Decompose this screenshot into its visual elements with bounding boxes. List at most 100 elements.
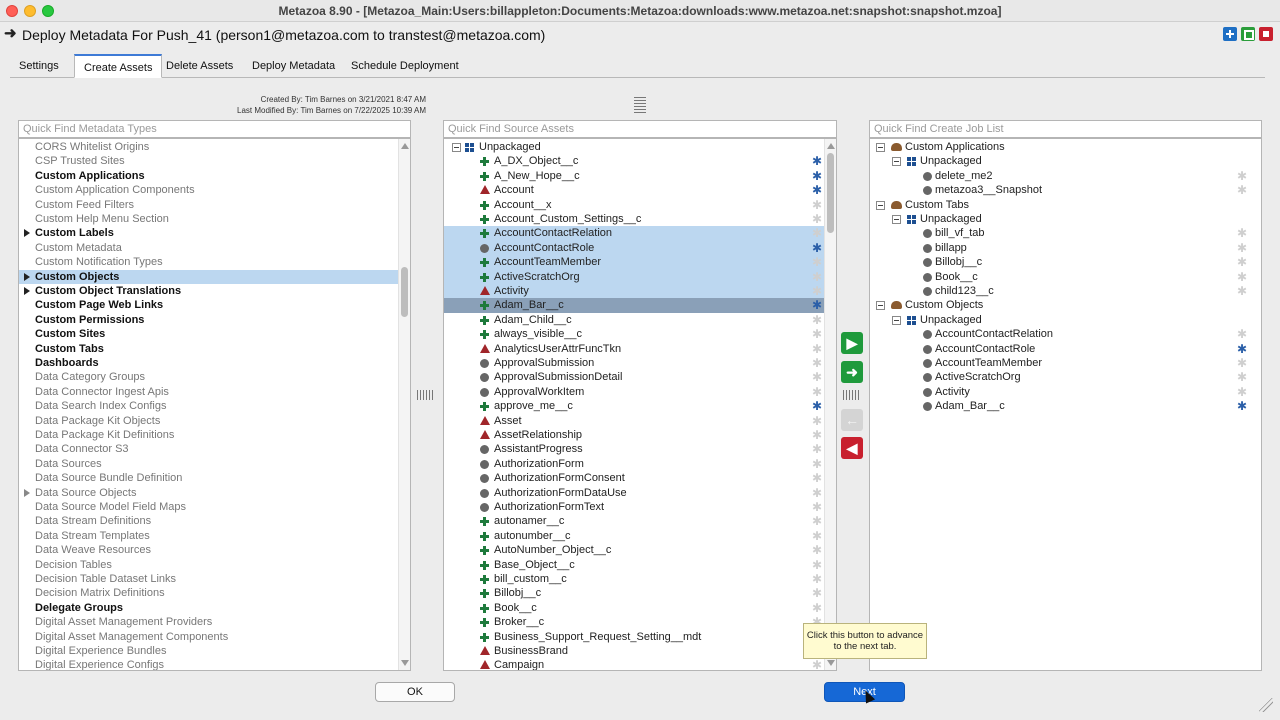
job-asset-item[interactable]: ActiveScratchOrg✱ bbox=[870, 370, 1261, 384]
metadata-type-item[interactable]: Digital Asset Management Components bbox=[19, 630, 399, 644]
zoom-window-button[interactable] bbox=[42, 5, 54, 17]
job-list-search-input[interactable]: Quick Find Create Job List bbox=[869, 120, 1262, 138]
source-asset-item[interactable]: approve_me__c✱ bbox=[444, 399, 824, 413]
job-asset-item[interactable]: Activity✱ bbox=[870, 385, 1261, 399]
source-asset-item[interactable]: Account✱ bbox=[444, 183, 824, 197]
source-asset-item[interactable]: AuthorizationFormText✱ bbox=[444, 500, 824, 514]
collapse-icon[interactable] bbox=[452, 143, 461, 152]
metadata-type-item[interactable]: Custom Feed Filters bbox=[19, 198, 399, 212]
resize-grip-icon[interactable] bbox=[1259, 698, 1273, 712]
metadata-type-item[interactable]: Delegate Groups bbox=[19, 601, 399, 615]
source-asset-item[interactable]: A_New_Hope__c✱ bbox=[444, 169, 824, 183]
job-asset-item[interactable]: AccountContactRelation✱ bbox=[870, 327, 1261, 341]
metadata-type-item[interactable]: Custom Permissions bbox=[19, 313, 399, 327]
metadata-type-item[interactable]: Dashboards bbox=[19, 356, 399, 370]
metadata-type-item[interactable]: Decision Tables bbox=[19, 558, 399, 572]
metadata-type-item[interactable]: CSP Trusted Sites bbox=[19, 154, 399, 168]
job-asset-item[interactable]: child123__c✱ bbox=[870, 284, 1261, 298]
source-asset-item[interactable]: Account_Custom_Settings__c✱ bbox=[444, 212, 824, 226]
add-window-button[interactable] bbox=[1223, 27, 1237, 41]
collapse-icon[interactable] bbox=[892, 215, 901, 224]
close-dialog-button[interactable] bbox=[1259, 27, 1273, 41]
collapse-icon[interactable] bbox=[876, 143, 885, 152]
left-splitter-handle[interactable] bbox=[417, 390, 435, 400]
source-asset-item[interactable]: AccountTeamMember✱ bbox=[444, 255, 824, 270]
metadata-type-item[interactable]: Data Connector Ingest Apis bbox=[19, 385, 399, 399]
tab-delete-assets[interactable]: Delete Assets bbox=[166, 60, 234, 72]
metadata-type-item[interactable]: Custom Application Components bbox=[19, 183, 399, 197]
metadata-type-item[interactable]: Custom Objects bbox=[19, 269, 399, 284]
metadata-type-item[interactable]: Data Search Index Configs bbox=[19, 399, 399, 413]
right-splitter-handle[interactable] bbox=[843, 390, 861, 400]
job-package-item[interactable]: Unpackaged bbox=[870, 212, 1261, 226]
metadata-type-item[interactable]: Data Source Bundle Definition bbox=[19, 471, 399, 485]
maximize-window-button[interactable] bbox=[1241, 27, 1255, 41]
metadata-type-item[interactable]: Custom Notification Types bbox=[19, 255, 399, 269]
job-asset-item[interactable]: delete_me2✱ bbox=[870, 169, 1261, 183]
metadata-type-item[interactable]: Data Stream Templates bbox=[19, 529, 399, 543]
metadata-type-item[interactable]: Digital Asset Management Providers bbox=[19, 615, 399, 629]
disclosure-triangle-icon[interactable] bbox=[24, 488, 30, 497]
metadata-type-item[interactable]: CORS Whitelist Origins bbox=[19, 140, 399, 154]
scroll-up-icon[interactable] bbox=[827, 143, 835, 149]
source-asset-item[interactable]: ApprovalWorkItem✱ bbox=[444, 385, 824, 399]
source-asset-item[interactable]: Campaign✱ bbox=[444, 658, 824, 670]
metadata-type-item[interactable]: Custom Object Translations bbox=[19, 284, 399, 298]
metadata-type-item[interactable]: Digital Experience Configs bbox=[19, 658, 399, 670]
job-asset-item[interactable]: bill_vf_tab✱ bbox=[870, 226, 1261, 240]
scroll-up-icon[interactable] bbox=[401, 143, 409, 149]
job-category-item[interactable]: Custom Applications bbox=[870, 140, 1261, 154]
disclosure-triangle-icon[interactable] bbox=[24, 272, 30, 281]
scroll-thumb[interactable] bbox=[401, 267, 408, 317]
scroll-down-icon[interactable] bbox=[401, 660, 409, 666]
metadata-type-item[interactable]: Data Package Kit Objects bbox=[19, 414, 399, 428]
scroll-down-icon[interactable] bbox=[827, 660, 835, 666]
job-package-item[interactable]: Unpackaged bbox=[870, 313, 1261, 327]
metadata-type-item[interactable]: Custom Page Web Links bbox=[19, 298, 399, 312]
job-category-item[interactable]: Custom Objects bbox=[870, 298, 1261, 312]
job-asset-item[interactable]: AccountTeamMember✱ bbox=[870, 356, 1261, 370]
source-asset-item[interactable]: A_DX_Object__c✱ bbox=[444, 154, 824, 168]
metadata-type-item[interactable]: Custom Applications bbox=[19, 169, 399, 183]
source-asset-item[interactable]: BusinessBrand✱ bbox=[444, 644, 824, 658]
source-asset-item[interactable]: Book__c✱ bbox=[444, 601, 824, 615]
metadata-type-item[interactable]: Data Sources bbox=[19, 457, 399, 471]
disclosure-triangle-icon[interactable] bbox=[24, 287, 30, 295]
source-asset-item[interactable]: Business_Support_Request_Setting__mdt✱ bbox=[444, 630, 824, 644]
source-asset-item[interactable]: ApprovalSubmission✱ bbox=[444, 356, 824, 370]
tab-schedule-deployment[interactable]: Schedule Deployment bbox=[351, 60, 459, 72]
metadata-type-item[interactable]: Digital Experience Bundles bbox=[19, 644, 399, 658]
metadata-type-item[interactable]: Decision Table Dataset Links bbox=[19, 572, 399, 586]
source-asset-item[interactable]: Base_Object__c✱ bbox=[444, 558, 824, 572]
source-asset-item[interactable]: AssistantProgress✱ bbox=[444, 442, 824, 456]
job-asset-item[interactable]: Billobj__c✱ bbox=[870, 255, 1261, 269]
source-assets-tree[interactable]: Unpackaged A_DX_Object__c✱A_New_Hope__c✱… bbox=[443, 138, 837, 671]
source-assets-scrollbar[interactable] bbox=[824, 139, 836, 670]
source-asset-item[interactable]: AutoNumber_Object__c✱ bbox=[444, 543, 824, 557]
disclosure-triangle-icon[interactable] bbox=[24, 229, 30, 238]
job-asset-item[interactable]: Book__c✱ bbox=[870, 270, 1261, 284]
metadata-type-item[interactable]: Data Connector S3 bbox=[19, 442, 399, 456]
source-asset-item[interactable]: autonamer__c✱ bbox=[444, 514, 824, 528]
source-asset-item[interactable]: Broker__c✱ bbox=[444, 615, 824, 629]
source-asset-item[interactable]: ApprovalSubmissionDetail✱ bbox=[444, 370, 824, 384]
source-asset-item[interactable]: Adam_Bar__c✱ bbox=[444, 298, 824, 313]
metadata-type-item[interactable]: Data Stream Definitions bbox=[19, 514, 399, 528]
collapse-icon[interactable] bbox=[876, 301, 885, 311]
metadata-type-item[interactable]: Custom Sites bbox=[19, 327, 399, 341]
source-asset-item[interactable]: Account__x✱ bbox=[444, 198, 824, 212]
source-asset-item[interactable]: Adam_Child__c✱ bbox=[444, 313, 824, 327]
source-assets-search-input[interactable]: Quick Find Source Assets bbox=[443, 120, 837, 138]
metadata-type-item[interactable]: Custom Labels bbox=[19, 226, 399, 240]
collapse-icon[interactable] bbox=[892, 315, 901, 325]
source-asset-item[interactable]: autonumber__c✱ bbox=[444, 529, 824, 543]
job-asset-item[interactable]: metazoa3__Snapshot✱ bbox=[870, 183, 1261, 197]
metadata-type-item[interactable]: Data Package Kit Definitions bbox=[19, 428, 399, 442]
metadata-type-item[interactable]: Data Source Objects bbox=[19, 486, 399, 500]
remove-selected-button[interactable]: ← bbox=[841, 409, 863, 431]
minimize-window-button[interactable] bbox=[24, 5, 36, 17]
metadata-type-item[interactable]: Data Source Model Field Maps bbox=[19, 500, 399, 514]
scroll-thumb[interactable] bbox=[827, 153, 834, 233]
source-asset-item[interactable]: AuthorizationForm✱ bbox=[444, 457, 824, 471]
